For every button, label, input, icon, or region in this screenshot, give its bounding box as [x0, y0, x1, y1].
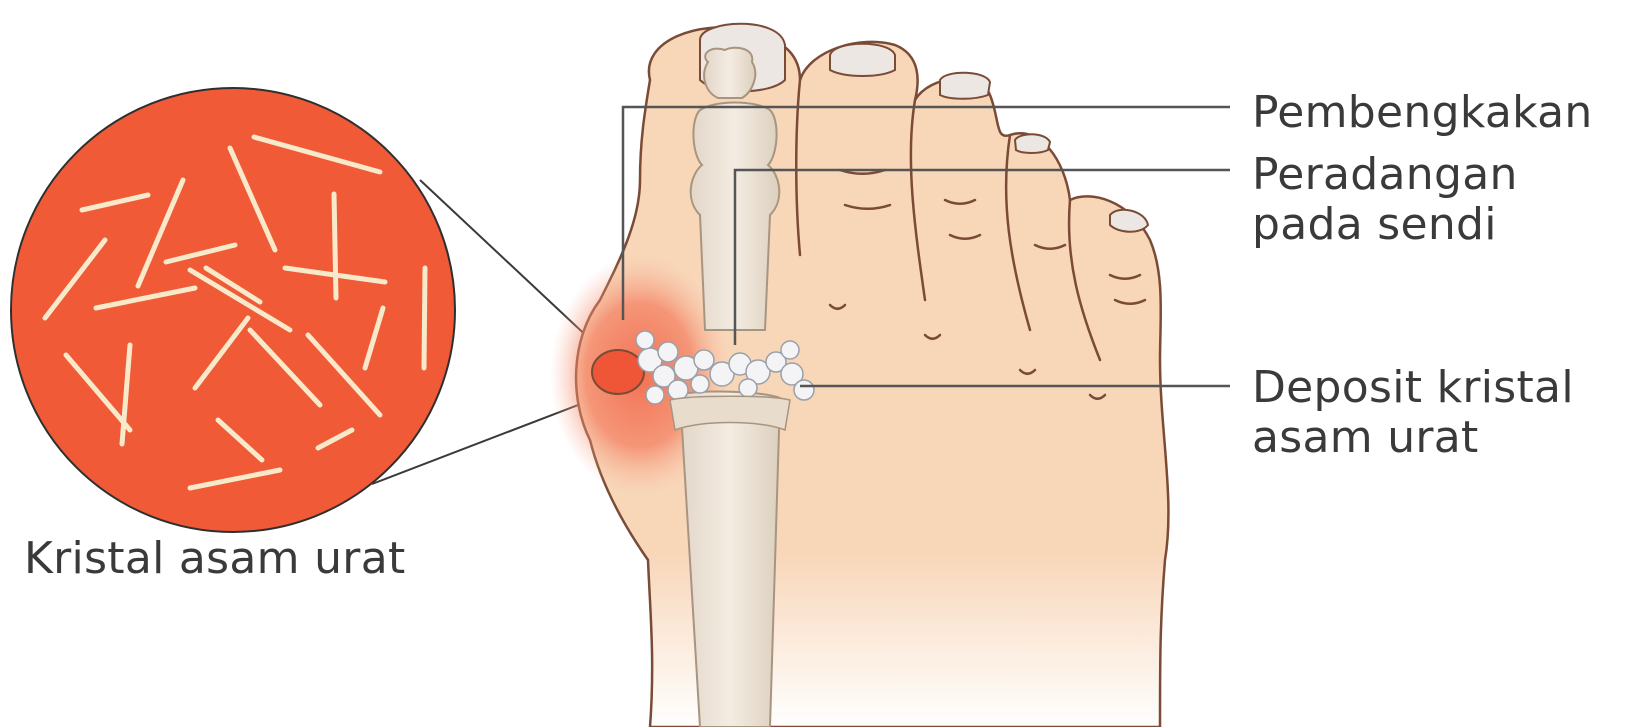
- label-swelling-text: Pembengkakan: [1252, 88, 1593, 138]
- label-deposit: Deposit kristal asam urat: [1252, 363, 1574, 463]
- toenail-2: [830, 44, 895, 76]
- inflamed-bulge: [592, 350, 644, 394]
- label-inflammation-line1: Peradangan: [1252, 150, 1518, 200]
- label-crystal: Kristal asam urat: [24, 534, 406, 584]
- label-crystal-text: Kristal asam urat: [24, 534, 406, 584]
- distal-phalanx: [704, 48, 755, 98]
- foot: [550, 24, 1168, 727]
- label-inflammation-line2: pada sendi: [1252, 200, 1518, 250]
- toenail-5: [1110, 210, 1148, 232]
- label-inflammation: Peradangan pada sendi: [1252, 150, 1518, 250]
- toenail-4: [1015, 134, 1050, 153]
- label-deposit-line2: asam urat: [1252, 413, 1574, 463]
- label-swelling: Pembengkakan: [1252, 88, 1593, 138]
- crystal-magnifier: [11, 88, 455, 532]
- toenail-3: [940, 73, 990, 99]
- label-deposit-line1: Deposit kristal: [1252, 363, 1574, 413]
